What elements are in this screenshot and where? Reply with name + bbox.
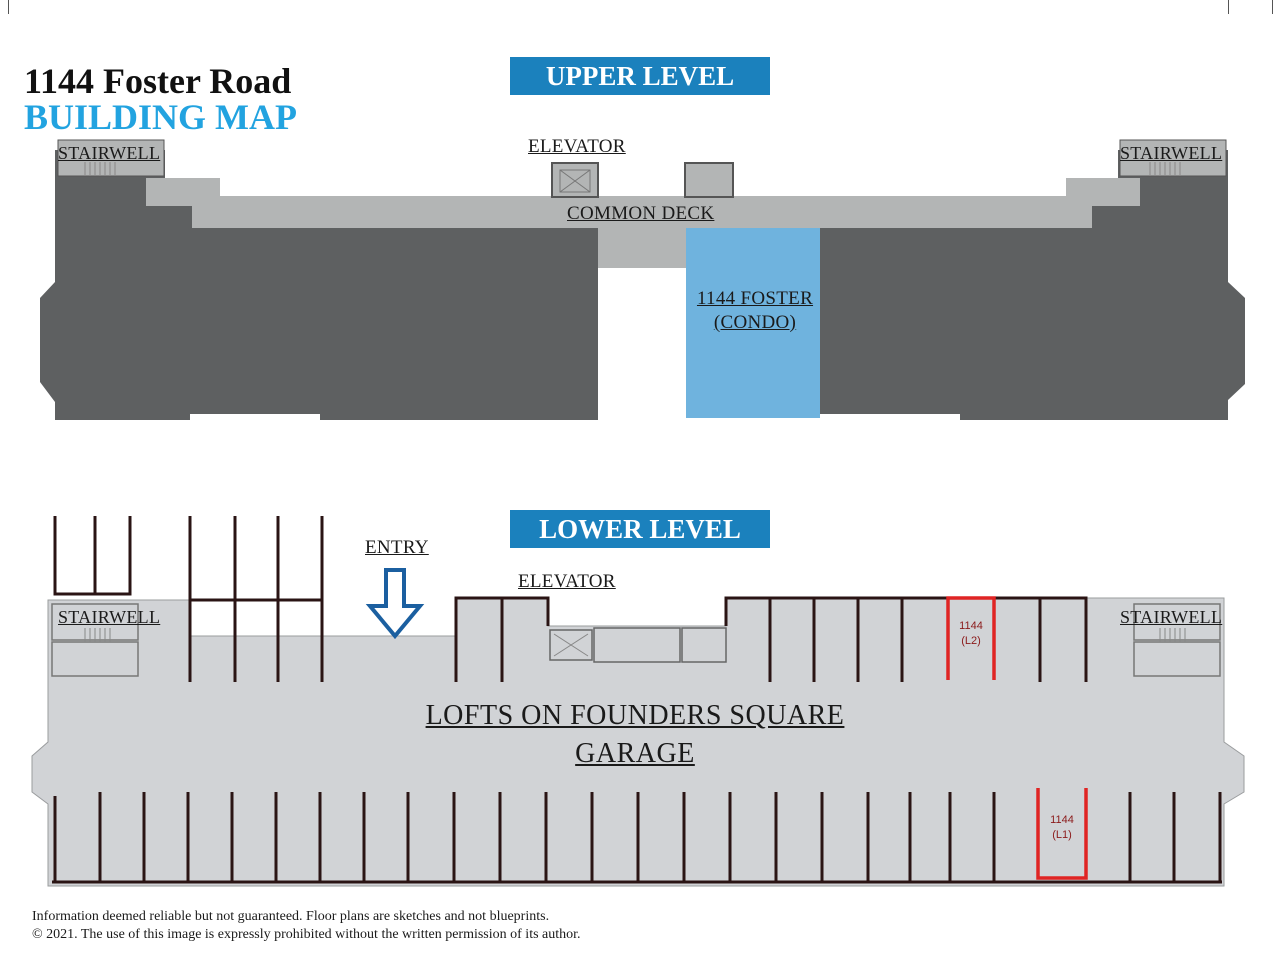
condo-label-line1: 1144 FOSTER (696, 288, 814, 309)
upper-elevator-label: ELEVATOR (528, 136, 626, 157)
condo-unit (686, 228, 820, 418)
lower-utility-room (681, 627, 727, 663)
upper-mechanical-room (684, 162, 734, 198)
lower-level-plan (31, 516, 1245, 887)
crop-mark (1272, 0, 1273, 14)
garage-name-line2: GARAGE (575, 738, 695, 769)
top-right-stalls (724, 596, 1088, 682)
lower-stairwell-right-label: STAIRWELL (1120, 607, 1223, 627)
lower-right-stairwell (1133, 641, 1221, 677)
spot-l1-label-line2: (L1) (1052, 829, 1072, 841)
outdoor-parking-lines (53, 516, 132, 596)
spot-l2-label-line1: 1144 (959, 620, 983, 632)
common-deck-label: COMMON DECK (567, 203, 715, 224)
top-left-stalls (188, 516, 324, 682)
copyright-line: © 2021. The use of this image is express… (32, 927, 581, 942)
top-center-stalls (454, 596, 550, 682)
map-subtitle: BUILDING MAP (24, 97, 298, 137)
spot-1144-l2 (946, 596, 996, 680)
garage-name-line1: LOFTS ON FOUNDERS SQUARE (425, 700, 845, 731)
entry-label: ENTRY (365, 537, 429, 558)
bottom-stalls (52, 792, 1222, 884)
upper-left-stair-treads (57, 139, 165, 177)
upper-stairwell-right-label: STAIRWELL (1120, 143, 1223, 163)
crop-mark (1228, 0, 1229, 14)
entry-arrow-icon (365, 568, 425, 640)
upper-right-stair-treads (1119, 139, 1227, 177)
condo-label-line2: (CONDO) (713, 312, 797, 333)
upper-right-wing (820, 150, 1245, 420)
crop-mark (8, 0, 9, 14)
upper-level-banner: UPPER LEVEL (510, 57, 770, 95)
map-title: 1144 Foster Road (24, 61, 292, 101)
lower-storage-room (593, 627, 681, 663)
spot-l2-label-line2: (L2) (961, 635, 981, 647)
spot-l1-label-line1: 1144 (1050, 814, 1074, 826)
upper-level-plan (40, 139, 1245, 420)
disclaimer-footer: Information deemed reliable but not guar… (32, 908, 581, 944)
lower-elevator-label: ELEVATOR (518, 571, 616, 592)
upper-stairwell-left-label: STAIRWELL (58, 143, 161, 163)
lower-stairwell-left-label: STAIRWELL (58, 607, 161, 627)
disclaimer-line1: Information deemed reliable but not guar… (32, 909, 550, 924)
lower-left-stairwell (51, 641, 139, 677)
spot-1144-l1 (1036, 788, 1088, 880)
upper-left-wing (40, 150, 598, 420)
common-deck (146, 178, 1140, 268)
lower-level-banner: LOWER LEVEL (510, 510, 770, 548)
